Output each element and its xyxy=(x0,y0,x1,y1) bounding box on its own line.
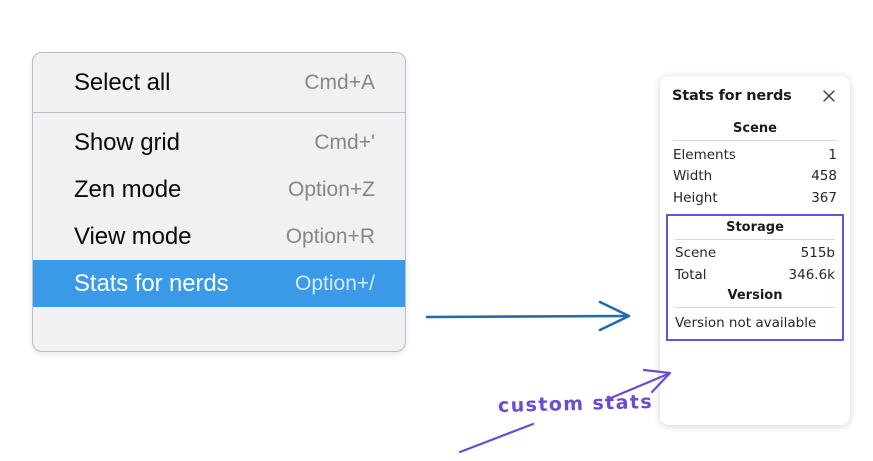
menu-group-2: Show grid Cmd+' Zen mode Option+Z View m… xyxy=(33,113,405,313)
stats-panel-title: Stats for nerds xyxy=(672,88,792,104)
section-divider xyxy=(673,140,837,141)
menu-item-label: Select all xyxy=(74,68,171,96)
menu-item-zen-mode[interactable]: Zen mode Option+Z xyxy=(33,166,405,213)
menu-item-shortcut: Cmd+A xyxy=(304,70,375,94)
menu-item-label: Stats for nerds xyxy=(74,269,229,297)
section-heading-storage: Storage xyxy=(726,219,784,235)
stats-panel-titlebar: Stats for nerds xyxy=(672,87,838,105)
menu-item-show-grid[interactable]: Show grid Cmd+' xyxy=(33,119,405,166)
menu-item-label: Show grid xyxy=(74,128,180,156)
stat-value: 515b xyxy=(800,245,835,262)
stats-for-nerds-panel: Stats for nerds Scene Elements 1 Width 4… xyxy=(660,76,850,425)
stat-key: Width xyxy=(673,168,713,185)
menu-item-select-all[interactable]: Select all Cmd+A xyxy=(33,59,405,106)
stat-key: Elements xyxy=(673,146,736,163)
menu-item-shortcut: Option+R xyxy=(285,224,375,248)
menu-item-label: View mode xyxy=(74,222,192,250)
stat-row-height: Height 367 xyxy=(672,188,838,210)
stat-value: 346.6k xyxy=(788,266,835,283)
annotation-label-custom-stats: custom stats xyxy=(497,390,654,418)
menu-item-shortcut: Option+/ xyxy=(295,271,375,295)
section-divider xyxy=(675,238,835,240)
close-icon[interactable] xyxy=(820,87,838,105)
stat-value: 367 xyxy=(811,190,837,207)
stat-value: 458 xyxy=(811,168,837,185)
stat-row-storage-total: Total 346.6k xyxy=(674,264,836,286)
section-divider xyxy=(675,307,835,309)
menu-item-view-mode[interactable]: View mode Option+R xyxy=(33,213,405,260)
section-heading-version: Version xyxy=(727,288,783,304)
stat-key: Scene xyxy=(675,245,717,262)
section-heading-scene: Scene xyxy=(733,121,777,136)
stat-row-storage-scene: Scene 515b xyxy=(674,243,836,265)
custom-stats-highlight-region: Storage Scene 515b Total 346.6k Version … xyxy=(666,213,844,342)
menu-group-1: Select all Cmd+A xyxy=(33,53,405,112)
blue-arrow-menu-to-panel xyxy=(425,300,631,332)
menu-item-label: Zen mode xyxy=(74,175,182,203)
version-not-available-text: Version not available xyxy=(675,315,817,332)
canvas-context-menu[interactable]: Select all Cmd+A Show grid Cmd+' Zen mod… xyxy=(32,52,406,352)
menu-item-shortcut: Option+Z xyxy=(288,177,375,201)
menu-item-stats-for-nerds[interactable]: Stats for nerds Option+/ xyxy=(33,260,405,307)
purple-underline-stroke xyxy=(458,422,535,454)
stat-key: Height xyxy=(673,190,718,207)
stat-key: Total xyxy=(675,266,707,283)
stat-row-width: Width 458 xyxy=(672,166,838,188)
menu-separator xyxy=(33,112,405,113)
stat-value: 1 xyxy=(828,146,837,163)
menu-item-shortcut: Cmd+' xyxy=(314,130,375,154)
stat-row-elements: Elements 1 xyxy=(672,144,838,166)
